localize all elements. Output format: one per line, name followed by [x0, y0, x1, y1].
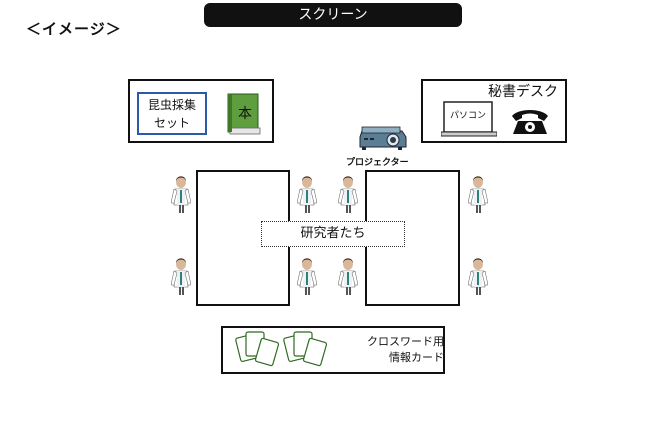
researchers-label: 研究者たち [261, 221, 405, 247]
projector-label: プロジェクター [346, 158, 409, 168]
person-icon [171, 175, 191, 214]
person-icon [338, 257, 358, 296]
right-table [365, 170, 460, 306]
telephone-icon [512, 110, 548, 134]
book-icon: 本 [227, 93, 261, 135]
screen-label: スクリーン [298, 7, 368, 23]
researchers-label-text: 研究者たち [300, 226, 366, 241]
cards-label-text: クロスワード用 情報カード [367, 335, 444, 364]
person-icon [297, 257, 317, 296]
image-label: ＜イメージ＞ [26, 20, 122, 38]
person-icon [297, 175, 317, 214]
pc-label: パソコン [449, 111, 486, 121]
insect-kit-label: 昆虫採集 セット [137, 92, 207, 135]
person-icon [171, 257, 191, 296]
projector-icon [359, 126, 407, 150]
screen-bar: スクリーン [204, 3, 462, 27]
insect-kit-label-text: 昆虫採集 セット [147, 98, 196, 130]
cards-label: クロスワード用 情報カード [354, 334, 444, 366]
secretary-desk-title: 秘書デスク [488, 84, 558, 100]
card-icon [235, 331, 280, 367]
person-icon [468, 257, 488, 296]
person-icon [338, 175, 358, 214]
book-label: 本 [238, 106, 252, 122]
card-icon [283, 331, 328, 367]
laptop-icon [441, 101, 497, 137]
person-icon [468, 175, 488, 214]
